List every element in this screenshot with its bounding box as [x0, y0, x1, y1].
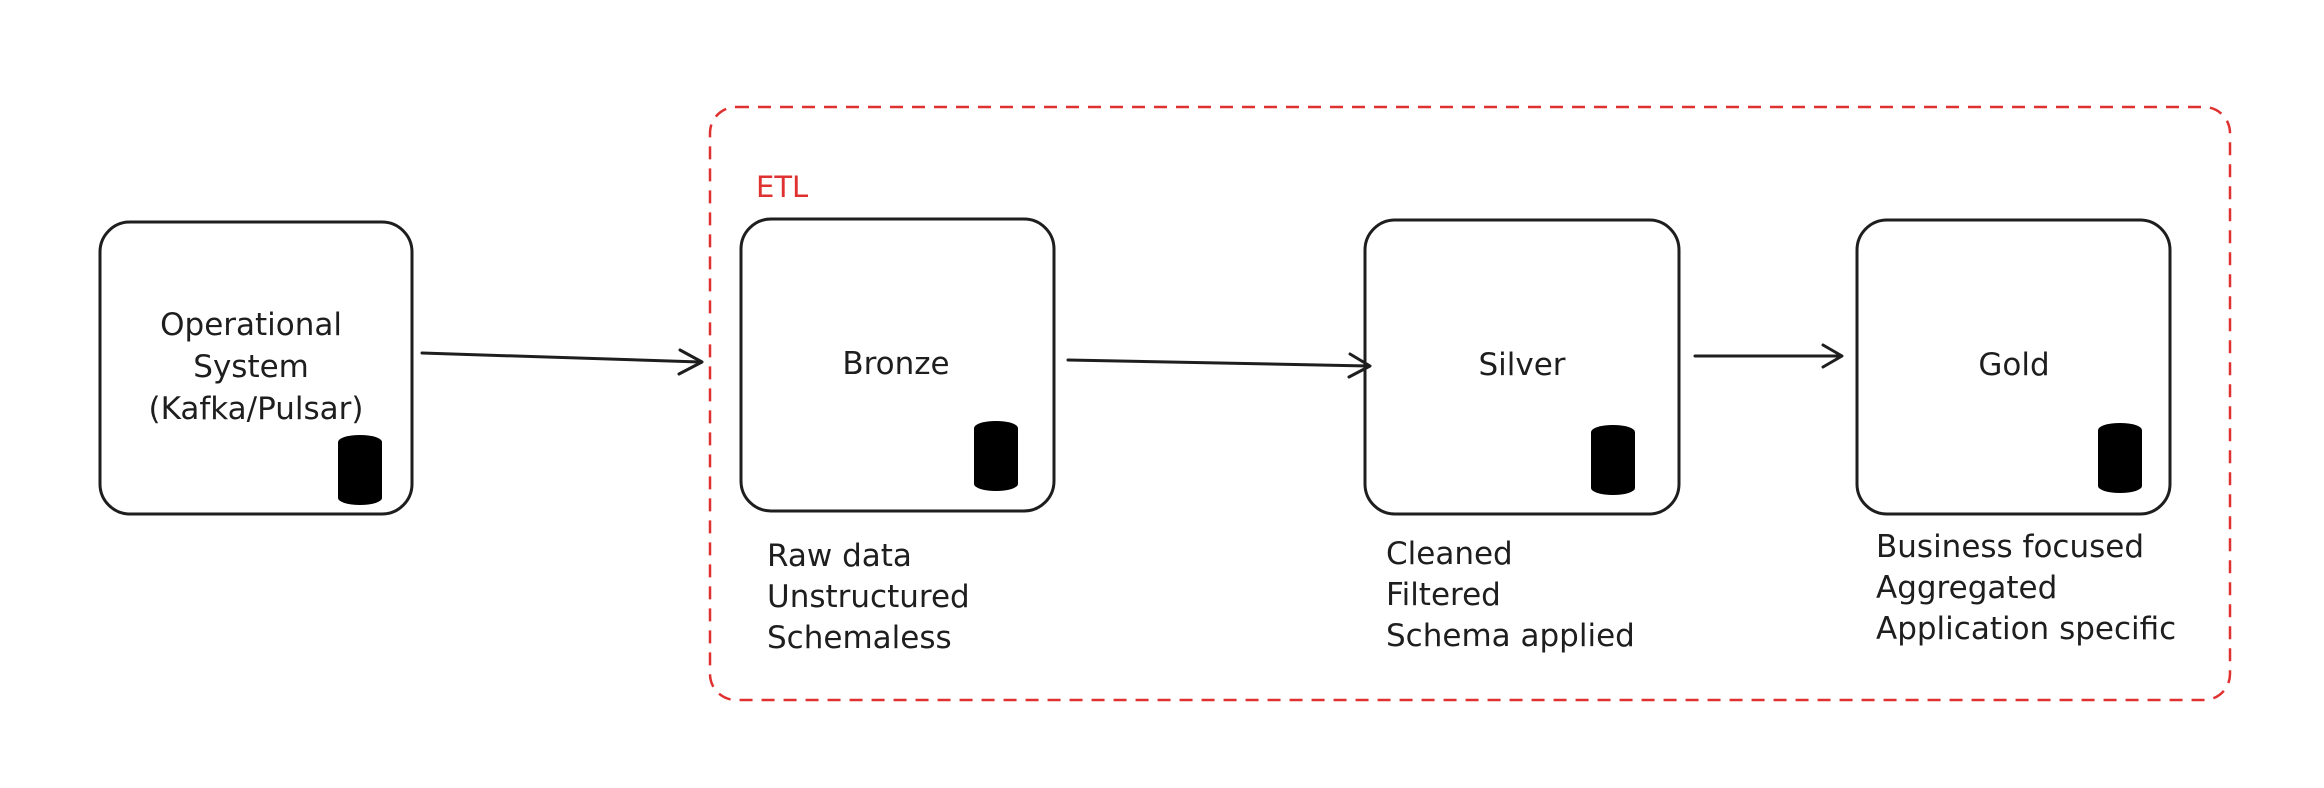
silver-note-3: Schema applied — [1386, 618, 1635, 654]
bronze-note-1: Raw data — [767, 538, 912, 574]
arrow-bronze-to-silver[interactable] — [1066, 352, 1372, 379]
gold-notes: Business focused Aggregated Application … — [1876, 529, 2176, 647]
etl-group[interactable]: ETL — [708, 105, 2232, 702]
arrow-operational-to-bronze[interactable] — [420, 348, 704, 376]
operational-system-label-line-2: System — [193, 349, 309, 385]
silver-label: Silver — [1478, 347, 1565, 383]
database-icon — [2098, 423, 2142, 493]
etl-group-label: ETL — [756, 170, 808, 204]
etl-group-border — [708, 105, 2232, 702]
arrow-silver-to-gold-head — [1821, 343, 1844, 369]
gold-note-2: Aggregated — [1876, 570, 2057, 606]
database-icon — [1591, 425, 1635, 495]
silver-notes: Cleaned Filtered Schema applied — [1386, 536, 1635, 654]
operational-system-label-line-1: Operational — [160, 307, 342, 343]
silver-note-2: Filtered — [1386, 577, 1501, 613]
database-icon — [974, 421, 1018, 491]
arrow-bronze-to-silver-line — [1066, 358, 1370, 368]
silver-node[interactable]: Silver — [1363, 218, 1681, 516]
operational-system-node[interactable]: Operational System (Kafka/Pulsar) — [98, 220, 414, 516]
arrow-bronze-to-silver-head — [1347, 352, 1372, 379]
database-icon — [338, 435, 382, 505]
bronze-label: Bronze — [842, 346, 949, 382]
gold-note-1: Business focused — [1876, 529, 2144, 565]
gold-node[interactable]: Gold — [1855, 218, 2172, 516]
operational-system-box — [98, 220, 414, 516]
silver-note-1: Cleaned — [1386, 536, 1513, 572]
gold-label: Gold — [1978, 347, 2049, 383]
bronze-note-2: Unstructured — [767, 579, 970, 615]
arrow-operational-to-bronze-head — [677, 348, 704, 376]
operational-system-label-line-3: (Kafka/Pulsar) — [148, 391, 363, 427]
bronze-note-3: Schemaless — [767, 620, 952, 656]
gold-note-3: Application specific — [1876, 611, 2176, 647]
arrow-silver-to-gold[interactable] — [1693, 343, 1844, 369]
bronze-notes: Raw data Unstructured Schemaless — [767, 538, 980, 656]
bronze-node[interactable]: Bronze — [739, 217, 1056, 513]
arrow-operational-to-bronze-line — [420, 351, 702, 364]
operational-system-label: Operational System (Kafka/Pulsar) — [148, 307, 363, 427]
gold-box — [1855, 218, 2172, 516]
